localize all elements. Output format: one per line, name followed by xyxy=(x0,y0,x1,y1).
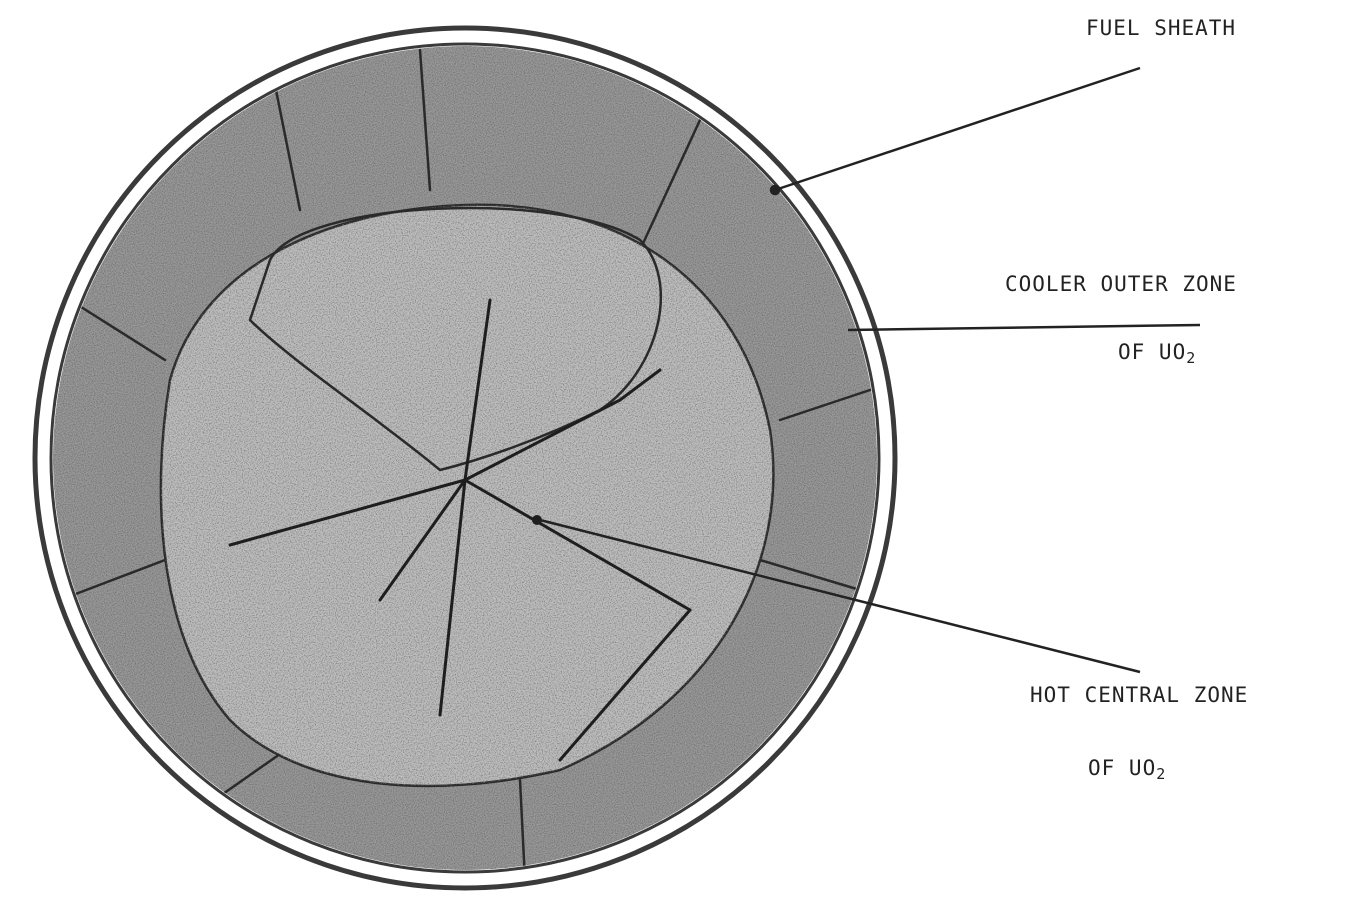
hot-central-zone-label-prefix: OF UO xyxy=(1088,756,1156,780)
leader-line-fuel-sheath xyxy=(775,68,1140,190)
leader-dot-fuel-sheath xyxy=(771,186,779,194)
cooler-outer-zone-label-prefix: OF UO xyxy=(1118,340,1186,364)
hot-central-zone-label: HOT CENTRAL ZONE xyxy=(1030,683,1248,707)
cooler-outer-zone-label-line2: OF UO2 xyxy=(1118,340,1196,364)
fuel-sheath-label: FUEL SHEATH xyxy=(1086,16,1236,40)
leader-line-cooler-outer-zone xyxy=(848,325,1200,330)
hot-central-zone-label-subscript: 2 xyxy=(1156,765,1166,783)
cooler-outer-zone-label-subscript: 2 xyxy=(1186,349,1196,367)
hot-central-zone-label-line2: OF UO2 xyxy=(1088,756,1166,780)
cooler-outer-zone-label: COOLER OUTER ZONE xyxy=(1005,272,1237,296)
